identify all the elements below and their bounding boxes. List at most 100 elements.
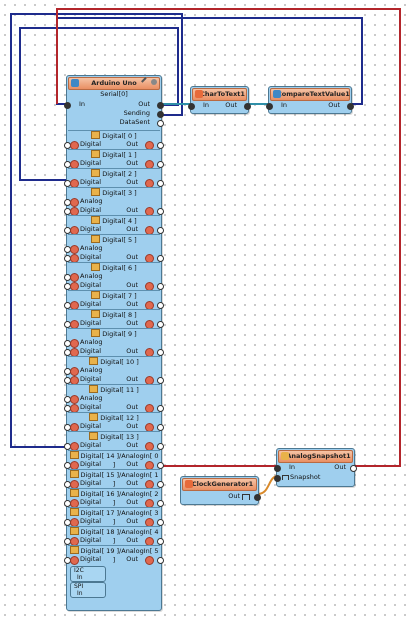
- pin-icon: [91, 329, 101, 337]
- char-to-text-title-bar[interactable]: CharToText1: [192, 88, 247, 101]
- pin-output-connector[interactable]: [157, 405, 164, 412]
- compare-text-title: CompareTextValue1: [277, 90, 350, 98]
- char-to-text-out-pin[interactable]: [244, 103, 251, 110]
- pin-out-label: Out: [126, 536, 138, 544]
- pin-icon: [91, 169, 101, 177]
- pin-output-connector[interactable]: [157, 180, 164, 187]
- pin-output-connector[interactable]: [157, 349, 164, 356]
- analog-snapshot-snapshot-pin[interactable]: [274, 475, 281, 482]
- pin-output-connector[interactable]: [157, 443, 164, 450]
- pin-input-label: Digital: [80, 206, 102, 214]
- analog-snapshot-title-bar[interactable]: AnalogSnapshot1: [278, 450, 353, 463]
- pin-block-title: Digital[ 11 ]: [100, 386, 139, 394]
- pin-output-connector[interactable]: [157, 481, 164, 488]
- pin-out-label: Out: [126, 375, 138, 383]
- pin-block-title: Digital[ 3 ]: [102, 189, 137, 197]
- serial-in-pin[interactable]: [64, 102, 71, 109]
- clock-generator-component[interactable]: ClockGenerator1 Out: [180, 476, 261, 505]
- pin-icon: [69, 527, 79, 535]
- pin-output-connector[interactable]: [157, 377, 164, 384]
- pin-out-label: Out: [126, 441, 138, 449]
- pin-block-title: Digital[ 10 ]: [100, 358, 139, 366]
- pin-out-label: Out: [126, 225, 138, 233]
- pin-icon: [69, 508, 79, 516]
- pin-output-connector[interactable]: [157, 424, 164, 431]
- pin-output-connector[interactable]: [157, 255, 164, 262]
- pin-input-label: Digital: [80, 178, 102, 186]
- analog-snapshot-out-pin[interactable]: [350, 465, 357, 472]
- pin-block-title: Digital[ 13 ]: [100, 433, 139, 441]
- pin-output-connector[interactable]: [157, 161, 164, 168]
- clock-generator-out-pin[interactable]: [254, 494, 261, 501]
- pin-input-row: Analog: [64, 338, 160, 348]
- analog-snapshot-snapshot-row: Snapshot: [274, 473, 354, 482]
- pin-block-title: Digital[ 9 ]: [102, 330, 137, 338]
- compare-text-out-pin[interactable]: [347, 103, 354, 110]
- pin-output-connector[interactable]: [157, 283, 164, 290]
- pin-output-connector[interactable]: [157, 519, 164, 526]
- pin-output-connector[interactable]: [157, 500, 164, 507]
- pin-input-label: Digital: [80, 536, 102, 544]
- pin-icon: [91, 310, 101, 318]
- analog-snapshot-component[interactable]: AnalogSnapshot1 In Out Snapshot: [274, 448, 357, 487]
- close-icon[interactable]: [151, 79, 157, 85]
- pin-out-label: Out: [126, 178, 138, 186]
- serial-out-pin[interactable]: [157, 102, 164, 109]
- pin-input-label: Analog: [80, 394, 103, 402]
- pin-input-label: Digital: [80, 422, 102, 430]
- pin-output-connector[interactable]: [157, 227, 164, 234]
- pin-input-label: Digital: [80, 225, 102, 233]
- pin-block-header: Digital[ 3 ]: [68, 188, 160, 197]
- pin-output-connector[interactable]: [157, 538, 164, 545]
- serial-sending-pin[interactable]: [157, 111, 164, 118]
- pin-icon: [89, 385, 99, 393]
- arduino-icon: [71, 79, 79, 87]
- arduino-title: Arduino Uno: [91, 79, 137, 87]
- pin-block-title: Digital[ 4 ]: [102, 217, 137, 225]
- pin-out-label: Out: [126, 403, 138, 411]
- serial-datasent-pin[interactable]: [157, 120, 164, 127]
- pin-out-label: Out: [126, 347, 138, 355]
- clock-pulse-icon: [282, 475, 289, 480]
- compare-text-title-bar[interactable]: CompareTextValue1: [270, 88, 350, 101]
- pin-output-connector[interactable]: [157, 142, 164, 149]
- pin-input-row: Analog: [64, 394, 160, 404]
- pin-icon: [69, 489, 79, 497]
- char-to-text-component[interactable]: CharToText1 In Out: [188, 86, 251, 114]
- edit-icon[interactable]: [141, 77, 151, 87]
- pin-out-label: Out: [126, 517, 138, 525]
- pin-out-label: Out: [126, 159, 138, 167]
- pin-block-header: Digital[ 17 ]/AnalogIn[ 3 ]: [68, 508, 160, 526]
- pin-block-digital_pins-4: Digital[ 4 ]Digital Out: [64, 215, 164, 235]
- compare-text-component[interactable]: CompareTextValue1 In Out: [266, 86, 354, 114]
- pin-output-connector[interactable]: [157, 302, 164, 309]
- arduino-title-bar[interactable]: Arduino Uno: [68, 77, 160, 90]
- pin-block-title: Digital[ 6 ]: [102, 264, 137, 272]
- pin-block-title: Digital[ 7 ]: [102, 292, 137, 300]
- compare-text-out-label: Out: [328, 101, 340, 109]
- clock-generator-title-bar[interactable]: ClockGenerator1: [182, 478, 257, 491]
- pin-block-header: Digital[ 10 ]: [68, 357, 160, 366]
- pin-icon: [69, 546, 79, 554]
- pin-input-label: Digital: [80, 347, 102, 355]
- pin-output-connector[interactable]: [157, 208, 164, 215]
- pin-output-connector[interactable]: [157, 557, 164, 564]
- pin-output-connector[interactable]: [157, 462, 164, 469]
- pin-block-header: Digital[ 12 ]: [68, 413, 160, 422]
- pin-output-connector[interactable]: [157, 321, 164, 328]
